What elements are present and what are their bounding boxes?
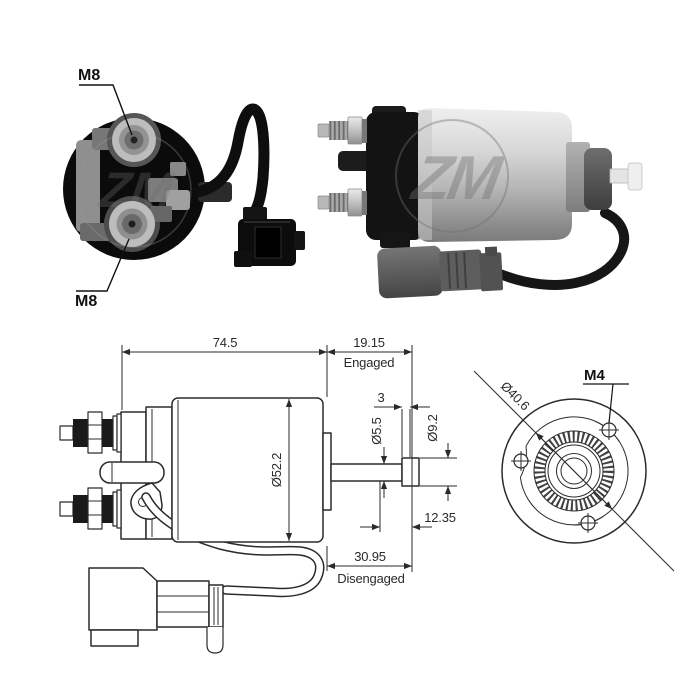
photo-watermark-text: ZM (406, 143, 509, 212)
photo-rubber-boot (584, 148, 612, 210)
dim-bolt-circle-diameter: Ø40.6 (498, 378, 533, 413)
drawing-connector-plug (88, 567, 224, 654)
dim-disengaged-label: Disengaged (337, 571, 404, 586)
photo-connector-plug (377, 245, 504, 299)
photo-main-cylinder (418, 108, 572, 242)
end-view-drawing: Ø40.6 M4 (473, 367, 675, 572)
m8-top-leader-line (79, 84, 133, 136)
dim-pin-diameter: Ø5.5 (369, 417, 384, 444)
dim-tip-to-face: 12.35 (424, 510, 456, 525)
rear-view-photo: ZM M8 M8 (63, 67, 305, 310)
dim-length-overall: 74.5 (213, 335, 238, 350)
rear-cable (191, 103, 270, 221)
side-photo: ZM (317, 106, 643, 299)
drawing-end-cap (322, 432, 332, 511)
rear-terminal-bottom (109, 201, 155, 247)
drawing-stud-bottom (59, 487, 122, 530)
rear-terminal-top (112, 118, 156, 162)
drawing-solenoid-body (171, 397, 324, 543)
mounting-hole-label-m4: M4 (584, 367, 605, 384)
dim-disengaged-extension: 30.95 (354, 549, 386, 564)
photo-plunger-rod (609, 168, 631, 184)
drawing-plunger-rod (330, 463, 403, 482)
dim-pin-step-length: 3 (377, 390, 384, 405)
rear-connector-plug (234, 207, 305, 267)
drawing-dimensions: 74.5 19.15 Engaged 3 Ø5.5 Ø9.2 Ø52.2 (121, 335, 457, 586)
dim-pin-tip-diameter: Ø9.2 (425, 414, 440, 441)
drawing-bracket-arm (99, 461, 165, 484)
photo-plunger-tip (627, 162, 643, 191)
terminal-label-m8-top: M8 (78, 67, 100, 84)
photo-cylinder-cap (418, 110, 432, 240)
drawing-stud-top (59, 411, 122, 454)
photo-stud-top (317, 116, 367, 145)
photo-cable (495, 208, 630, 290)
m8-bottom-leader-line (76, 238, 130, 292)
dim-engaged-label: Engaged (344, 355, 395, 370)
dim-engaged-extension: 19.15 (353, 335, 385, 350)
side-technical-drawing: 74.5 19.15 Engaged 3 Ø5.5 Ø9.2 Ø52.2 (59, 335, 457, 654)
m4-leader-line (608, 383, 614, 424)
dim-body-diameter: Ø52.2 (269, 453, 284, 487)
drawing-plunger-tip (401, 457, 420, 487)
photo-watermark: ZM (395, 119, 509, 233)
photo-stud-bottom (317, 188, 367, 217)
terminal-label-m8-bottom: M8 (75, 293, 97, 310)
